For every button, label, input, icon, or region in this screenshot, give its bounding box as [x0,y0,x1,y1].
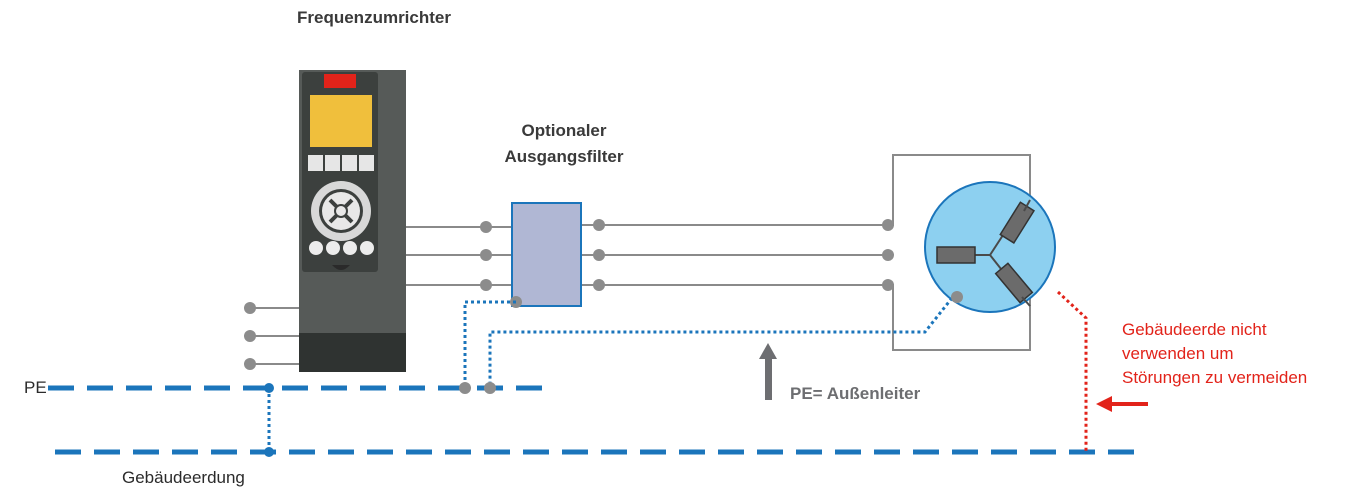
pe-conductor-label: PE= Außenleiter [790,384,921,403]
pe-terminal-motor [484,382,496,394]
filter-label-line2: Ausgangsfilter [504,147,624,166]
mains-terminals [244,302,256,370]
output-phase-wires [406,224,888,286]
pe-label: PE [24,378,47,397]
ground-junction-dot [264,447,274,457]
arrow-up-icon [759,343,777,400]
filter-label-line1: Optionaler [521,121,607,140]
motor-terminals [882,219,894,291]
forbidden-ground-link [1056,290,1088,452]
motor-icon [924,181,1056,313]
mains-input-wires [250,307,300,365]
arrow-left-icon [1096,396,1148,412]
filter-pe-link [463,300,516,388]
frequency-converter-icon [299,70,406,372]
output-filter-icon [511,202,582,307]
pe-terminal-filter [459,382,471,394]
converter-label: Frequenzumrichter [297,8,451,27]
building-ground-label: Gebäudeerdung [122,468,245,487]
filter-terminals [480,219,605,308]
warning-label-line1: Gebäudeerde nicht [1122,320,1267,339]
pe-junction-dot [264,383,274,393]
warning-label-line2: verwenden um [1122,344,1234,363]
warning-label-line3: Störungen zu vermeiden [1122,368,1308,387]
motor-pe-link [488,297,954,388]
